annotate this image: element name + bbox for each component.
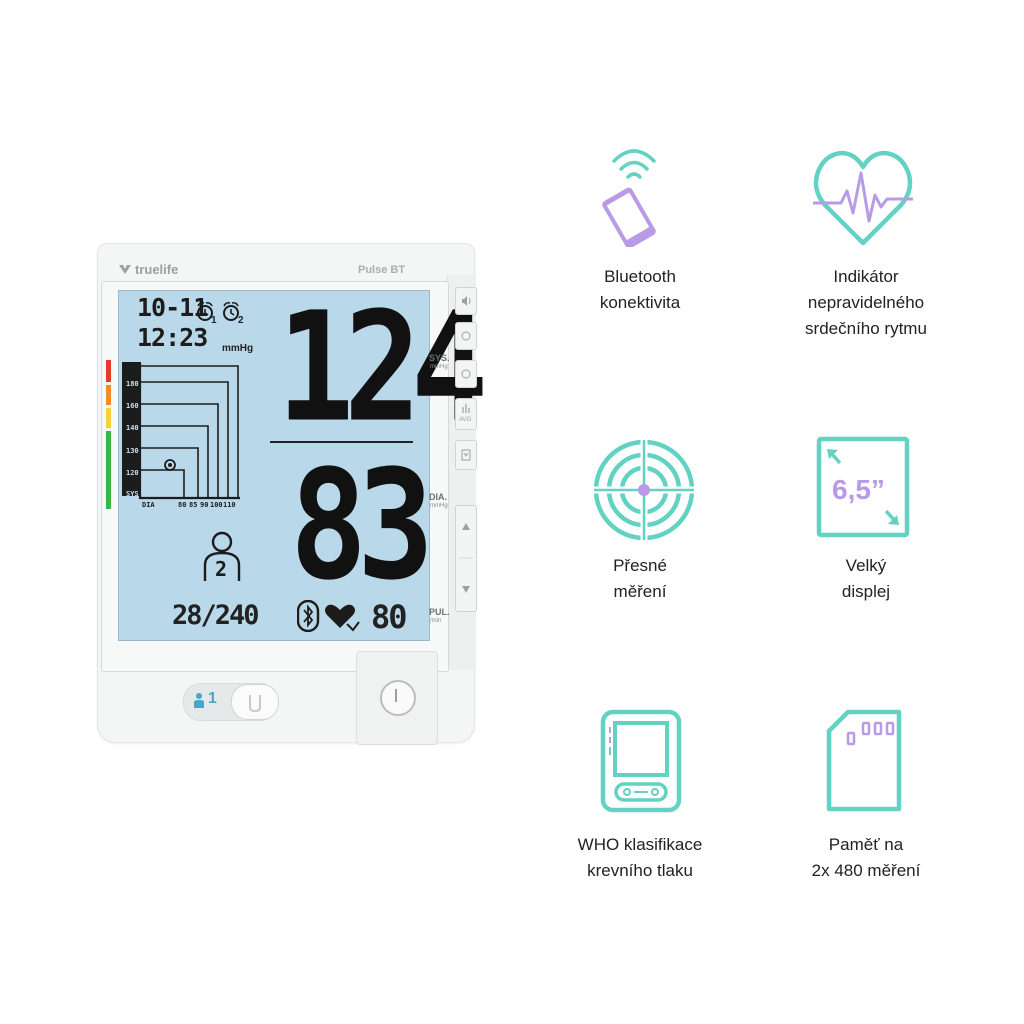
unit-label: mmHg xyxy=(222,343,254,354)
who-tick: 130 xyxy=(126,447,139,455)
who-tick: 100 xyxy=(210,501,223,509)
down-arrow-icon xyxy=(462,586,470,593)
who-tick: 90 xyxy=(200,501,209,509)
feature-label: Paměť na 2x 480 měření xyxy=(781,832,951,884)
who-bar-orange xyxy=(106,385,111,405)
user-number: 2 xyxy=(215,557,228,581)
pulse-value: 80 xyxy=(371,598,408,636)
dia-unit: mmHg xyxy=(430,503,448,509)
who-bar-yellow xyxy=(106,408,111,428)
feature-text: Velký displej xyxy=(841,556,891,601)
alarm-2-number: 2 xyxy=(238,315,244,326)
phone-bluetooth-icon xyxy=(602,149,660,247)
memory-card-icon xyxy=(826,709,902,812)
sys-unit: mmHg xyxy=(430,364,448,370)
who-tick: 110 xyxy=(223,501,236,509)
who-classification-chart xyxy=(122,362,240,500)
memory-counter: 28/240 xyxy=(172,600,260,631)
pul-unit: /min xyxy=(430,618,442,624)
display-size-icon xyxy=(816,436,910,538)
feature-text: WHO klasifikace krevního tlaku xyxy=(577,835,703,880)
up-arrow-icon xyxy=(459,523,473,593)
who-tick: 80 xyxy=(178,501,187,509)
power-icon xyxy=(395,689,397,702)
alarm-1-icon xyxy=(461,331,471,341)
pul-label: PUL. xyxy=(429,607,450,617)
feature-label: Bluetooth konektivita xyxy=(555,264,725,316)
diastolic-value: 83 xyxy=(290,438,434,615)
model-name: Pulse BT xyxy=(358,264,406,276)
feature-label: Indikátor nepravidelného srdečního rytmu xyxy=(781,264,951,342)
user-switch-label: 1 xyxy=(208,690,217,707)
up-down-rocker[interactable] xyxy=(455,505,477,612)
feature-label: Přesné měření xyxy=(555,553,725,605)
feature-text: Bluetooth konektivita xyxy=(599,267,681,312)
feature-label: Velký displej xyxy=(781,553,951,605)
avg-button[interactable]: AVG xyxy=(455,398,477,430)
dia-label: DIA. xyxy=(429,492,447,502)
feature-text: Přesné měření xyxy=(613,556,667,601)
alarm-1-number: 1 xyxy=(211,315,217,326)
memory-button[interactable] xyxy=(455,440,477,470)
target-icon xyxy=(592,438,696,542)
feature-text: Indikátor nepravidelného srdečního rytmu xyxy=(805,267,927,338)
brand-logo: truelife xyxy=(118,262,178,277)
who-tick: 85 xyxy=(189,501,198,509)
user-switch-knob[interactable] xyxy=(231,684,279,720)
truelife-logo-icon xyxy=(119,265,131,274)
feature-label: WHO klasifikace krevního tlaku xyxy=(555,832,725,884)
who-tick: SYS xyxy=(126,490,139,498)
avg-label: AVG xyxy=(459,417,472,423)
alarm-2-button[interactable] xyxy=(455,360,477,388)
who-bar-green xyxy=(106,431,111,509)
who-tick: 140 xyxy=(126,424,139,432)
lcd-time: 12:23 xyxy=(137,323,208,352)
who-tick: 180 xyxy=(126,380,139,388)
alarm-clock-icons xyxy=(197,302,239,321)
brand-name: truelife xyxy=(135,262,179,277)
who-tick: 160 xyxy=(126,402,139,410)
switch-grip-icon xyxy=(249,695,261,713)
who-tick: DIA xyxy=(142,501,155,509)
user-icon xyxy=(203,531,241,581)
memory-icon xyxy=(461,449,471,461)
avg-icon xyxy=(462,404,470,413)
lcd-divider xyxy=(270,441,413,443)
lcd-date: 10-11 xyxy=(137,293,208,322)
power-button[interactable] xyxy=(380,680,416,716)
sys-label: SYS. xyxy=(429,353,450,363)
who-tick: 120 xyxy=(126,469,139,477)
who-bar-red xyxy=(106,360,111,382)
speaker-button[interactable] xyxy=(455,287,477,315)
systolic-value: 124 xyxy=(277,280,488,457)
alarm-1-button[interactable] xyxy=(455,322,477,350)
bluetooth-heart-icons xyxy=(297,600,360,632)
user-switch-person-icon xyxy=(194,693,204,708)
device-who-icon xyxy=(600,709,682,813)
feature-text: Paměť na 2x 480 měření xyxy=(811,835,921,880)
speaker-icon xyxy=(462,296,471,306)
display-size-label: 6,5” xyxy=(832,474,885,505)
alarm-2-icon xyxy=(461,369,471,379)
heart-rhythm-icon xyxy=(813,150,913,246)
